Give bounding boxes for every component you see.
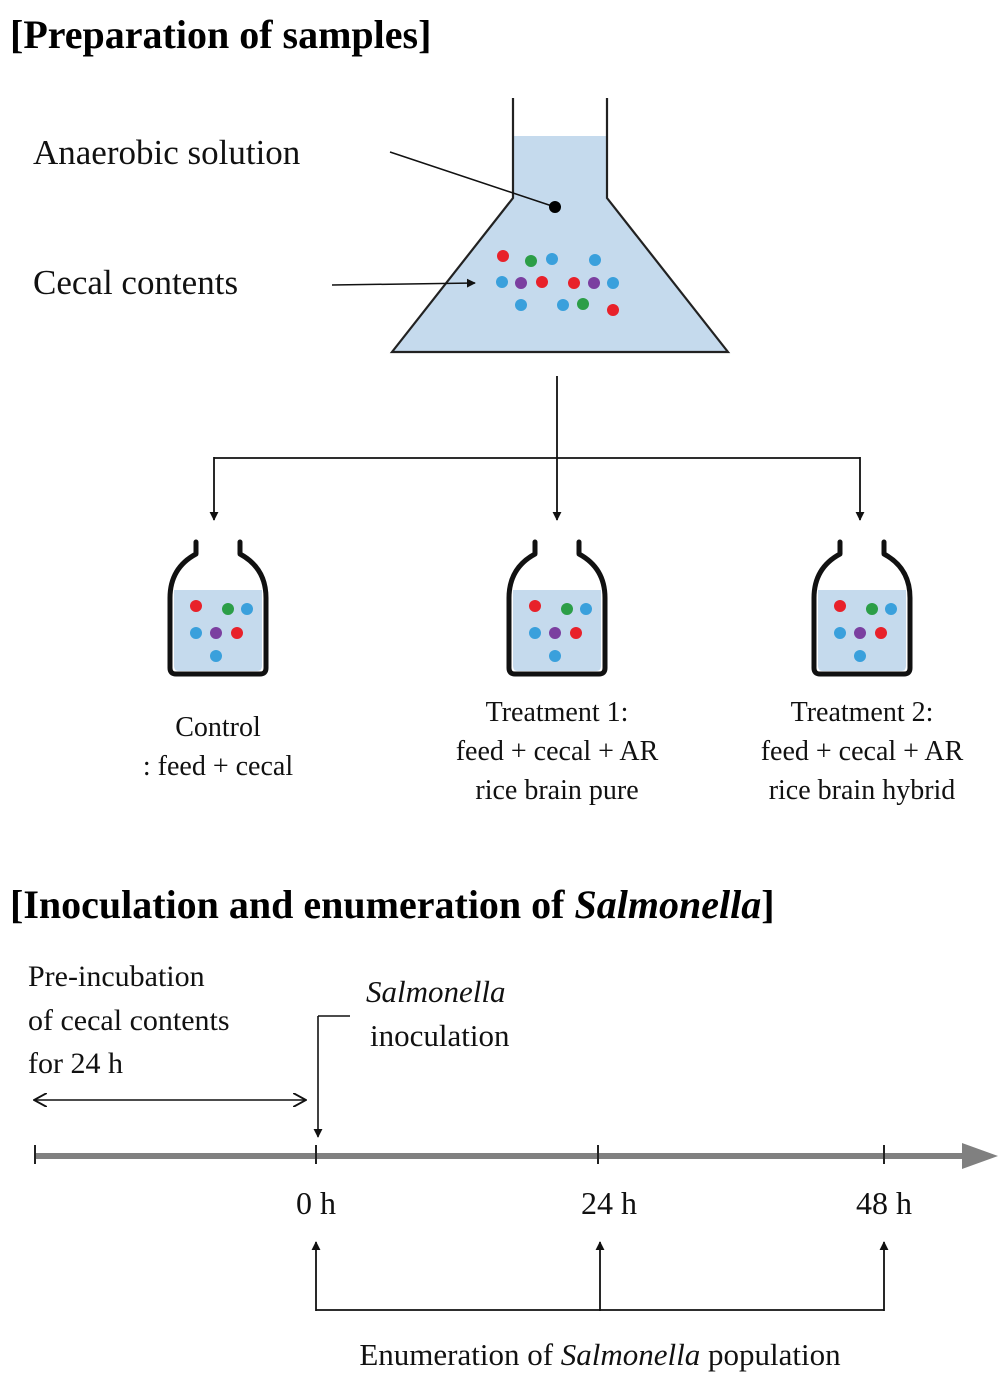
- particle: [231, 627, 243, 639]
- enumeration-label: Enumeration of Salmonella population: [359, 1337, 841, 1372]
- particle: [549, 650, 561, 662]
- particle: [580, 603, 592, 615]
- particle: [577, 298, 589, 310]
- particle: [525, 255, 537, 267]
- treatment1-label-line2: feed + cecal + AR: [456, 736, 659, 767]
- particle: [568, 277, 580, 289]
- particle: [529, 627, 541, 639]
- particle: [561, 603, 573, 615]
- branch-connector: [209, 376, 865, 521]
- inoculation-arrow: [313, 1015, 350, 1138]
- timepoint-24h: 24 h: [581, 1185, 637, 1221]
- particle: [557, 299, 569, 311]
- timeline-arrowhead: [962, 1143, 998, 1169]
- inoculation-text: inoculation: [370, 1018, 510, 1053]
- section2-title-suffix: ]: [761, 882, 774, 927]
- erlenmeyer-flask: [389, 98, 731, 354]
- particle: [497, 250, 509, 262]
- control-label-line2: : feed + cecal: [143, 751, 293, 782]
- particle: [190, 627, 202, 639]
- particle: [546, 253, 558, 265]
- treatment2-label-line2: feed + cecal + AR: [761, 736, 964, 767]
- particle: [834, 600, 846, 612]
- bottle-outline: [167, 539, 269, 677]
- particle: [515, 277, 527, 289]
- particle: [496, 276, 508, 288]
- flask-liquid: [392, 136, 728, 352]
- preincubation-line2: of cecal contents: [28, 1004, 230, 1037]
- particle: [589, 254, 601, 266]
- particle: [607, 304, 619, 316]
- enumeration-bracket: [311, 1241, 889, 1311]
- particle: [854, 627, 866, 639]
- particle: [241, 603, 253, 615]
- particle: [854, 650, 866, 662]
- particle: [875, 627, 887, 639]
- particle: [607, 277, 619, 289]
- pointer-arrow-cecal: [331, 278, 476, 288]
- treatment2-bottle: [811, 539, 913, 677]
- treatment1-label-line1: Treatment 1:: [486, 697, 629, 728]
- particle: [570, 627, 582, 639]
- timeline-axis: [34, 1143, 998, 1169]
- enumeration-prefix: Enumeration of: [359, 1337, 560, 1372]
- timepoint-0h: 0 h: [296, 1185, 336, 1221]
- particle: [210, 627, 222, 639]
- section2-title-italic: Salmonella: [575, 882, 762, 927]
- treatment2-label-line1: Treatment 2:: [791, 697, 934, 728]
- label-anaerobic-solution: Anaerobic solution: [33, 133, 300, 172]
- particle: [222, 603, 234, 615]
- bottles-group: [167, 539, 913, 677]
- preincubation-line3: for 24 h: [28, 1047, 123, 1080]
- particle: [515, 299, 527, 311]
- particle: [190, 600, 202, 612]
- particle: [588, 277, 600, 289]
- bottle-outline: [811, 539, 913, 677]
- flask-outline: [389, 98, 731, 354]
- control-bottle: [167, 539, 269, 677]
- particle: [210, 650, 222, 662]
- enumeration-italic: Salmonella: [561, 1337, 701, 1372]
- label-cecal-contents: Cecal contents: [33, 263, 238, 302]
- section2-title: [Inoculation and enumeration of Salmonel…: [10, 882, 775, 927]
- flask-particles: [496, 250, 619, 316]
- section1-title: [Preparation of samples]: [10, 12, 431, 57]
- control-label-line1: Control: [175, 712, 261, 743]
- enumeration-suffix: population: [700, 1337, 841, 1372]
- particle: [549, 627, 561, 639]
- preincubation-line1: Pre-incubation: [28, 960, 205, 993]
- treatment1-bottle: [506, 539, 608, 677]
- section2-title-prefix: [Inoculation and enumeration of: [10, 882, 575, 927]
- particle: [529, 600, 541, 612]
- pointer-line-solution: [389, 151, 553, 207]
- pointer-dot: [549, 201, 561, 213]
- timepoint-48h: 48 h: [856, 1185, 912, 1221]
- particle: [834, 627, 846, 639]
- particle: [866, 603, 878, 615]
- inoculation-italic: Salmonella: [366, 974, 506, 1009]
- treatment2-label-line3: rice brain hybrid: [769, 775, 956, 806]
- bottle-outline: [506, 539, 608, 677]
- particle: [885, 603, 897, 615]
- treatment1-label-line3: rice brain pure: [475, 775, 638, 806]
- particle: [536, 276, 548, 288]
